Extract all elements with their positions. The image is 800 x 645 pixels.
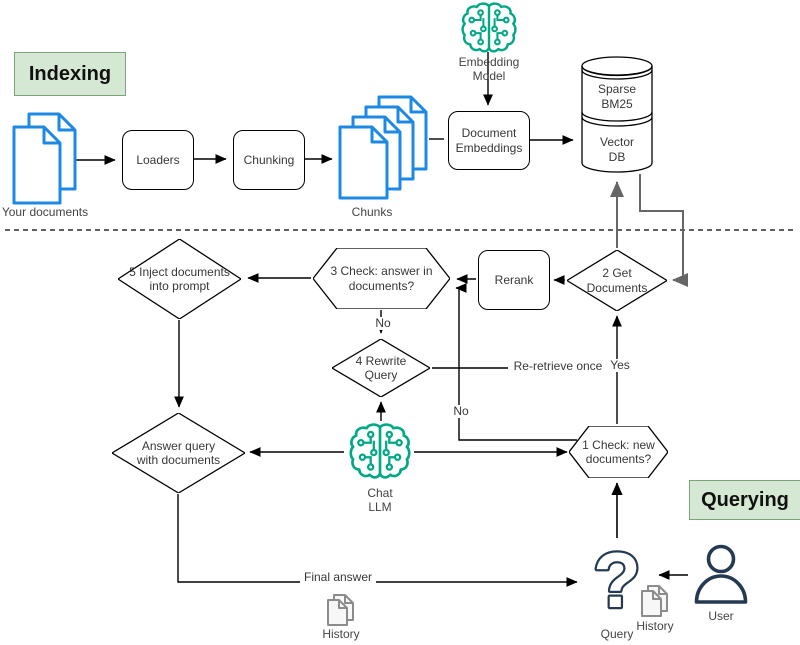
- loaders-label: Loaders: [136, 152, 180, 167]
- document-embeddings-label: Document Embeddings: [455, 126, 523, 155]
- history-right-label: History: [636, 619, 674, 633]
- querying-section-label: Querying: [689, 480, 800, 520]
- query-label: Query: [600, 627, 634, 641]
- wire-checknew-checkanswer-no: [455, 283, 577, 441]
- edge-label-no-rewrite: No: [369, 316, 397, 331]
- indexing-section-label: Indexing: [14, 52, 126, 96]
- embedding-model-icon: [461, 2, 517, 53]
- query-question-mark-icon: ?: [591, 541, 643, 625]
- history-left-icon: [326, 594, 356, 627]
- answer-query-label: Answer query with documents: [136, 438, 221, 467]
- vector-db-top-label: Sparse BM25: [597, 82, 637, 111]
- edge-label-no-check-answer: No: [446, 404, 476, 419]
- svg-text:?: ?: [593, 541, 641, 624]
- edge-label-yes: Yes: [602, 358, 638, 373]
- edge-label-re-retrieve-once: Re-retrieve once: [508, 359, 608, 374]
- your-documents-label: Your documents: [1, 205, 89, 219]
- check-answer-label: 3 Check: answer in documents?: [330, 264, 433, 293]
- answer-query-node: Answer query with documents: [112, 413, 245, 493]
- chunks-icon: [338, 95, 428, 200]
- inject-documents-node: 5 Inject documents into prompt: [118, 239, 241, 319]
- chunking-label: Chunking: [243, 152, 295, 167]
- check-new-documents-label: 1 Check: new documents?: [582, 437, 655, 466]
- inject-documents-label: 5 Inject documents into prompt: [129, 264, 230, 293]
- document-embeddings-node: Document Embeddings: [448, 111, 530, 170]
- vector-db-icon: Sparse BM25 Vector DB: [580, 55, 654, 173]
- chunking-node: Chunking: [233, 130, 305, 190]
- embedding-model-label: Embedding Model: [458, 55, 520, 84]
- rewrite-query-label: 4 Rewrite Query: [355, 353, 407, 382]
- check-answer-node: 3 Check: answer in documents?: [313, 248, 450, 309]
- chunks-label: Chunks: [351, 205, 393, 219]
- indexing-section-text: Indexing: [28, 62, 112, 85]
- chat-llm-label: Chat LLM: [367, 486, 393, 515]
- edge-label-final-answer: Final answer: [300, 570, 376, 585]
- rerank-label: Rerank: [494, 272, 534, 287]
- querying-section-text: Querying: [701, 488, 789, 511]
- user-label: User: [708, 609, 734, 623]
- rerank-node: Rerank: [478, 250, 550, 310]
- history-right-icon: [640, 585, 670, 618]
- loaders-node: Loaders: [122, 130, 194, 190]
- wire-answer-finalanswer-query: [177, 494, 578, 587]
- check-new-documents-node: 1 Check: new documents?: [569, 426, 668, 478]
- get-documents-label: 2 Get Documents: [586, 266, 648, 295]
- get-documents-node: 2 Get Documents: [567, 250, 667, 311]
- vector-db-bottom-label: Vector DB: [599, 135, 635, 164]
- wire-db-getdocs: [639, 174, 688, 287]
- chat-llm-icon: [349, 423, 411, 479]
- user-icon: [693, 543, 749, 604]
- your-documents-icon: [12, 112, 78, 206]
- history-left-label: History: [322, 627, 360, 641]
- rewrite-query-node: 4 Rewrite Query: [332, 339, 430, 397]
